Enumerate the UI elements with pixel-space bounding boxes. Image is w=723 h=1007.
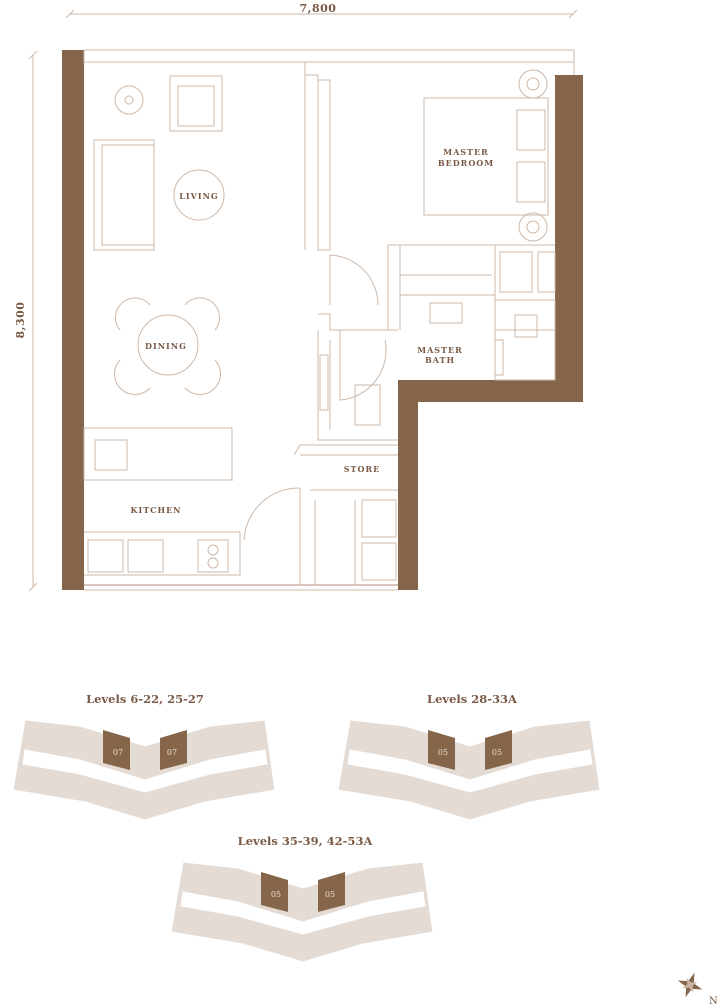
- master-bedroom-label-1: MASTER: [443, 147, 489, 157]
- unit-number: 05: [438, 748, 448, 757]
- walls: [62, 49, 583, 591]
- master-bath-label-2: BATH: [425, 355, 455, 365]
- compass-icon: N: [677, 972, 719, 1007]
- unit-number: 07: [167, 748, 177, 757]
- unit-number: 05: [492, 748, 502, 757]
- unit-number: 07: [113, 748, 123, 757]
- master-bedroom-label-2: BEDROOM: [438, 158, 494, 168]
- key-plan-title: Levels 28-33A: [427, 692, 518, 706]
- key-plan-3: Levels 35-39, 42-53A 05 05: [170, 834, 434, 963]
- key-plan-1: Levels 6-22, 25-27 07 07: [12, 692, 276, 821]
- compass-north-label: N: [709, 996, 719, 1007]
- height-dimension: 8,300: [14, 50, 38, 592]
- key-plan-title: Levels 6-22, 25-27: [86, 692, 204, 706]
- key-plan-title: Levels 35-39, 42-53A: [238, 834, 374, 848]
- key-plan-2: Levels 28-33A 05 05: [337, 692, 601, 821]
- living-label: LIVING: [179, 191, 218, 201]
- height-label: 8,300: [14, 302, 27, 339]
- unit-number: 05: [325, 890, 335, 899]
- dining-label: DINING: [145, 341, 187, 351]
- unit-number: 05: [271, 890, 281, 899]
- store-label: STORE: [344, 464, 380, 474]
- width-dimension: 7,800: [65, 2, 578, 19]
- width-label: 7,800: [300, 2, 337, 15]
- kitchen-label: KITCHEN: [131, 505, 182, 515]
- partitions: [83, 62, 556, 585]
- furniture: [87, 69, 556, 581]
- room-labels: LIVING DINING KITCHEN MASTER BEDROOM MAS…: [131, 147, 494, 515]
- master-bath-label-1: MASTER: [417, 345, 463, 355]
